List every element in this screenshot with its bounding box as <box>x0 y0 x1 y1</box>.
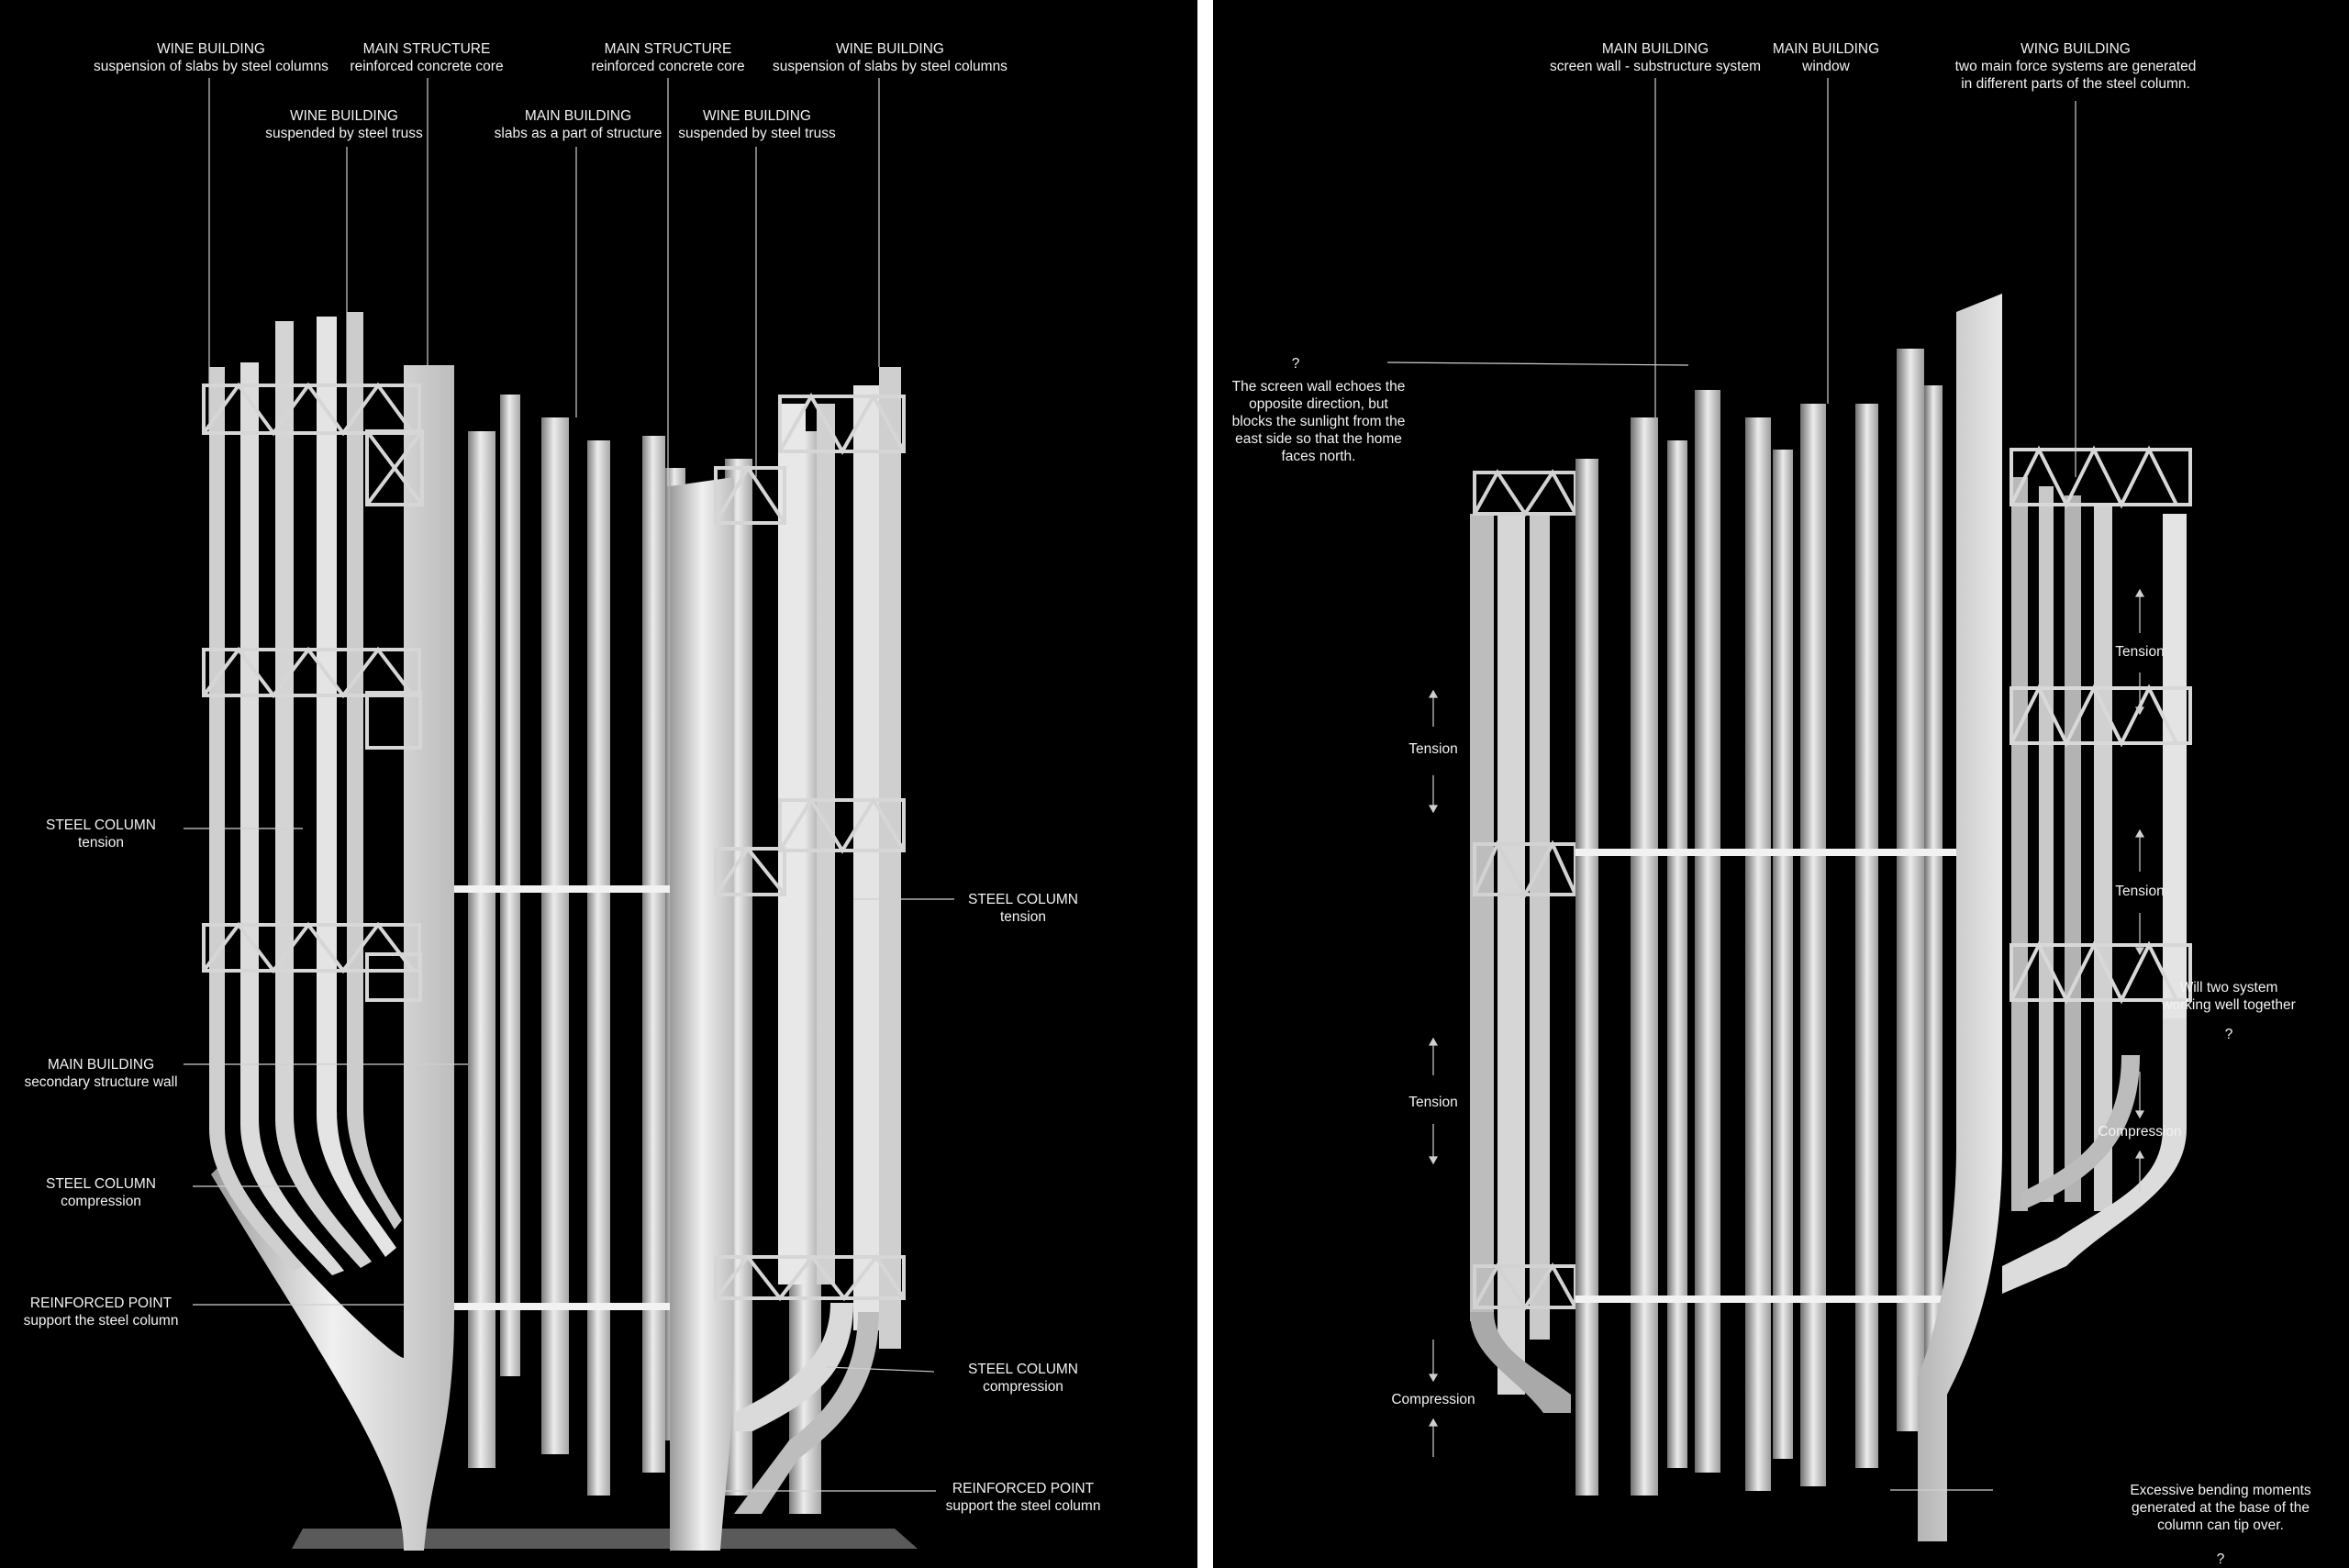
right-leader-lines <box>1386 78 2076 1491</box>
label-wing-building: WING BUILDING two main force systems are… <box>1947 40 2204 93</box>
label-main-core-right: MAIN STRUCTURE reinforced concrete core <box>567 40 769 75</box>
label-screen-wall: MAIN BUILDING screen wall - substructure… <box>1527 40 1784 75</box>
force-compression-right: Compression <box>2098 1124 2182 1140</box>
bending-note: Excessive bending moments generated at t… <box>2130 1483 2311 1533</box>
base-plate <box>292 1529 918 1549</box>
label-wine-slabs-left: WINE BUILDING suspension of slabs by ste… <box>73 40 349 75</box>
force-tension-right-2: Tension <box>2115 884 2165 899</box>
label-steel-tension-right: STEEL COLUMN tension <box>941 891 1106 926</box>
label-sub: compression <box>983 1379 1063 1395</box>
label-title: WING BUILDING <box>2021 41 2131 57</box>
label-sub: suspended by steel truss <box>678 126 836 141</box>
label-title: STEEL COLUMN <box>967 892 1078 907</box>
right-wing-columns <box>2002 477 2187 1294</box>
label-reinforced-left: REINFORCED POINT support the steel colum… <box>9 1295 193 1329</box>
question-mark-3: ? <box>2216 1551 2225 1567</box>
label-title: MAIN BUILDING <box>47 1057 155 1073</box>
label-sub-2: in different parts of the steel column. <box>1961 76 2190 92</box>
label-title: WINE BUILDING <box>157 41 265 57</box>
right-core <box>670 477 734 1551</box>
label-sub: two main force systems are generated <box>1954 59 2197 74</box>
right-wing-columns <box>734 367 901 1514</box>
left-trusses <box>202 382 424 1002</box>
force-compression-left: Compression <box>1391 1392 1475 1407</box>
label-wine-slabs-right: WINE BUILDING suspension of slabs by ste… <box>752 40 1028 75</box>
right-tall-column <box>1918 294 2002 1541</box>
label-title: REINFORCED POINT <box>952 1481 1095 1496</box>
label-title: MAIN BUILDING <box>524 108 632 124</box>
label-title: STEEL COLUMN <box>45 817 156 833</box>
force-arrows <box>1428 588 2145 1457</box>
label-sub: suspension of slabs by steel columns <box>94 59 328 74</box>
label-steel-compression-right: STEEL COLUMN compression <box>941 1361 1106 1396</box>
label-sub: tension <box>1000 909 1046 925</box>
right-main-fins <box>1575 349 1961 1496</box>
label-title: STEEL COLUMN <box>967 1362 1078 1377</box>
label-sub: window <box>1802 59 1850 74</box>
right-panel: MAIN BUILDING screen wall - substructure… <box>1213 0 2349 1568</box>
question-note: Will two system working well together <box>2162 980 2296 1013</box>
label-title: MAIN BUILDING <box>1601 41 1709 57</box>
label-sub: slabs as a part of structure <box>494 126 662 141</box>
label-sub: compression <box>61 1194 141 1209</box>
label-reinforced-right: REINFORCED POINT support the steel colum… <box>931 1480 1115 1515</box>
label-main-slabs: MAIN BUILDING slabs as a part of structu… <box>477 107 679 142</box>
middle-fins <box>454 395 821 1514</box>
right-model-illustration <box>1386 78 2192 1541</box>
label-title: MAIN BUILDING <box>1772 41 1880 57</box>
right-wing-trusses <box>2009 445 2192 1005</box>
force-tension-right-1: Tension <box>2115 644 2165 660</box>
label-sub: suspended by steel truss <box>265 126 423 141</box>
label-steel-compression-left: STEEL COLUMN compression <box>18 1175 184 1210</box>
force-tension-left-1: Tension <box>1408 741 1458 757</box>
screen-wall-note: The screen wall echoes the opposite dire… <box>1231 379 1406 464</box>
label-sub: suspension of slabs by steel columns <box>773 59 1008 74</box>
label-sub: screen wall - substructure system <box>1550 59 1761 74</box>
left-leader-lines <box>184 78 954 1492</box>
label-wine-truss-right: WINE BUILDING suspended by steel truss <box>656 107 858 142</box>
label-sub: reinforced concrete core <box>591 59 745 74</box>
label-sub: support the steel column <box>23 1313 179 1329</box>
label-title: MAIN STRUCTURE <box>362 41 491 57</box>
label-window: MAIN BUILDING window <box>1762 40 1890 75</box>
label-title: WINE BUILDING <box>703 108 811 124</box>
right-left-columns <box>1470 514 1571 1413</box>
label-sub: tension <box>78 835 124 851</box>
right-trusses <box>714 392 906 1302</box>
label-title: REINFORCED POINT <box>29 1296 173 1311</box>
question-mark-2: ? <box>2224 1027 2233 1042</box>
left-wing-columns <box>209 312 402 1275</box>
label-title: WINE BUILDING <box>836 41 944 57</box>
label-sub: reinforced concrete core <box>350 59 504 74</box>
label-wine-truss-left: WINE BUILDING suspended by steel truss <box>243 107 445 142</box>
left-panel: WINE BUILDING suspension of slabs by ste… <box>0 0 1213 1568</box>
label-title: STEEL COLUMN <box>45 1176 156 1192</box>
label-sub: support the steel column <box>945 1498 1101 1514</box>
label-title: MAIN STRUCTURE <box>604 41 732 57</box>
panel-divider <box>1197 0 1213 1568</box>
label-main-core-left: MAIN STRUCTURE reinforced concrete core <box>326 40 528 75</box>
label-secondary-wall: MAIN BUILDING secondary structure wall <box>9 1056 193 1091</box>
force-tension-left-2: Tension <box>1408 1095 1458 1110</box>
label-steel-tension-left: STEEL COLUMN tension <box>18 817 184 851</box>
label-sub: secondary structure wall <box>24 1074 178 1090</box>
left-core <box>211 365 454 1551</box>
label-title: WINE BUILDING <box>290 108 398 124</box>
question-mark: ? <box>1291 356 1300 372</box>
left-model-illustration <box>184 78 954 1551</box>
